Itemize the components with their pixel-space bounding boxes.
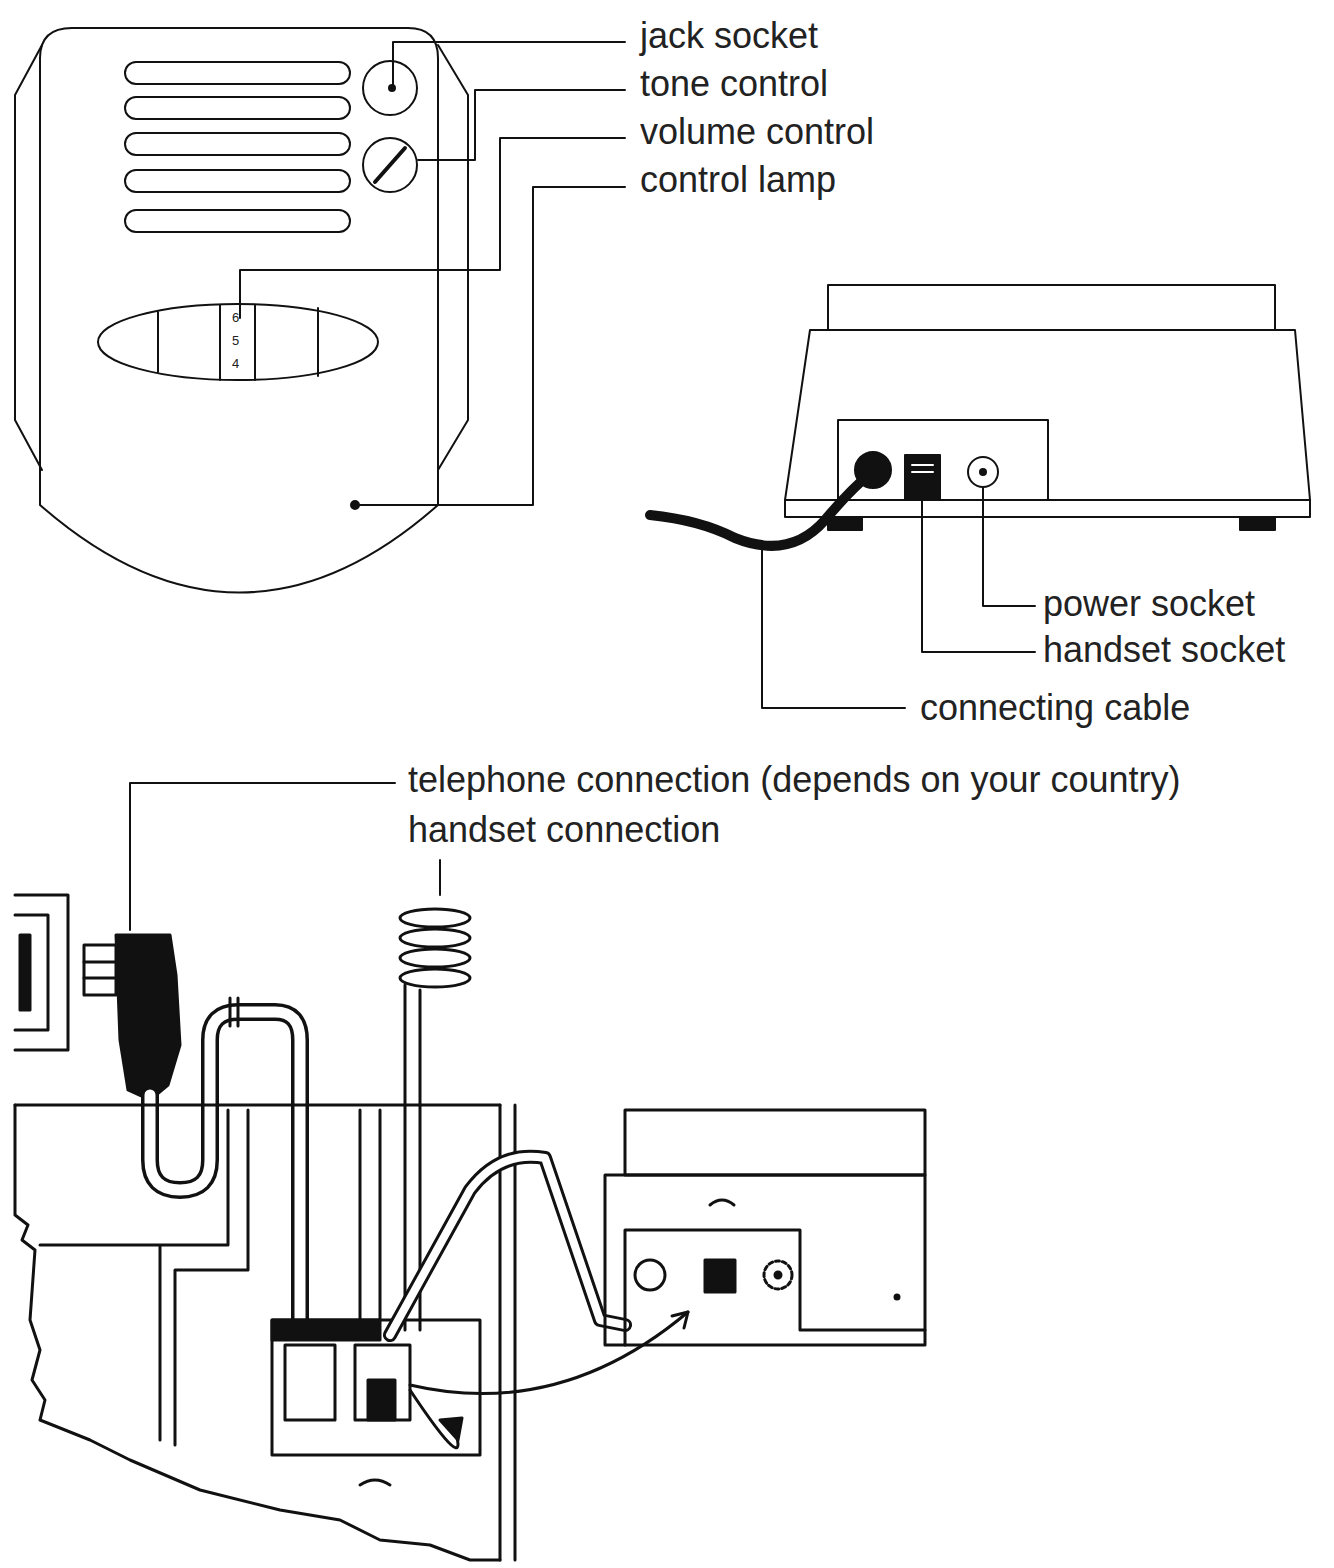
leader-line (393, 42, 625, 85)
arrowhead (672, 1312, 688, 1328)
part-label: jack socket (640, 16, 818, 56)
cable-compartment (272, 1320, 480, 1455)
dial-line (219, 305, 221, 380)
part-label: tone control (640, 64, 828, 104)
leader-line (983, 487, 1035, 606)
dial-line (317, 308, 319, 376)
arrowhead (440, 1418, 462, 1440)
socket-slot (368, 1380, 395, 1420)
inner-frame (40, 1110, 248, 1445)
leader-line (240, 138, 625, 318)
tone-knob (363, 138, 417, 192)
part-label: volume control (640, 112, 874, 152)
foot (1240, 517, 1275, 530)
break-mark (229, 998, 232, 1026)
break-mark (237, 998, 240, 1026)
handset-socket (705, 1260, 735, 1292)
side-flap (15, 45, 42, 470)
jack-hole (389, 85, 395, 91)
part-label: connecting cable (920, 688, 1190, 728)
cable-plug (855, 452, 891, 488)
part-label: handset connection (408, 810, 720, 850)
socket-line (912, 464, 933, 466)
cut-edge (15, 1105, 500, 1560)
power-pin (980, 469, 986, 475)
connecting-cable (650, 472, 872, 546)
line-cable (150, 1012, 300, 1330)
amplifier-unit (15, 28, 468, 593)
volume-dial (98, 304, 378, 380)
unit-body (40, 28, 438, 593)
phone-side (605, 1175, 925, 1345)
inner-frame (360, 1110, 380, 1320)
installation-view (15, 895, 925, 1560)
leader-line (439, 860, 441, 895)
telephone-plug (116, 935, 180, 1100)
vent-slot (125, 62, 350, 84)
power-pin (775, 1272, 781, 1278)
scale-number: 4 (232, 357, 239, 371)
foot (828, 517, 862, 530)
rear-panel (625, 1230, 925, 1345)
dial-line (254, 305, 256, 380)
phone-body (15, 1104, 500, 1107)
line-cable (150, 1012, 300, 1330)
base-top (828, 285, 1275, 330)
wall-socket (15, 915, 48, 1030)
jack-socket (363, 61, 417, 115)
rear-panel (838, 420, 1048, 500)
phone-top (625, 1110, 925, 1175)
coil (400, 909, 470, 927)
handset-cable (390, 1157, 625, 1335)
telephone-base (650, 285, 1310, 546)
base-plate (785, 500, 1310, 517)
side-flap (438, 45, 468, 470)
phone-body (500, 1105, 515, 1560)
cable-socket (635, 1260, 665, 1290)
coil (400, 929, 470, 947)
control-lamp (351, 501, 359, 509)
power-socket (764, 1261, 792, 1289)
vent-slot (125, 97, 350, 119)
part-label: telephone connection (depends on your co… (408, 760, 1181, 800)
handset-symbol (360, 1480, 390, 1485)
vent-slot (125, 170, 350, 192)
part-label: power socket (1043, 584, 1255, 624)
vent-slot (125, 210, 350, 232)
vent-slot (125, 133, 350, 155)
wall-socket (15, 895, 68, 1050)
route-arrow (410, 1312, 688, 1394)
socket-slot (285, 1345, 335, 1420)
handset-cable (390, 1157, 625, 1335)
socket-line (912, 471, 933, 473)
prong (84, 977, 116, 980)
power-socket (968, 457, 998, 487)
prong (84, 961, 116, 964)
leader-line (762, 545, 905, 708)
handset-symbol (710, 1200, 734, 1205)
dot (895, 1295, 899, 1299)
coil (400, 969, 470, 987)
compartment-bar (272, 1320, 380, 1340)
leader-line (922, 500, 1035, 652)
scale-number: 6 (232, 311, 239, 325)
handset-socket (905, 455, 940, 500)
part-label: handset socket (1043, 630, 1285, 670)
socket-slot (355, 1345, 410, 1420)
leader-line (418, 90, 625, 160)
coil (400, 949, 470, 967)
tone-slot (375, 148, 405, 182)
wall-socket (20, 935, 30, 1010)
part-label: control lamp (640, 160, 836, 200)
dial-line (157, 312, 159, 372)
leader-line (130, 783, 395, 930)
leader-line (360, 187, 625, 505)
plug-prongs (84, 945, 116, 995)
scale-number: 5 (232, 334, 239, 348)
base-body (785, 330, 1310, 500)
